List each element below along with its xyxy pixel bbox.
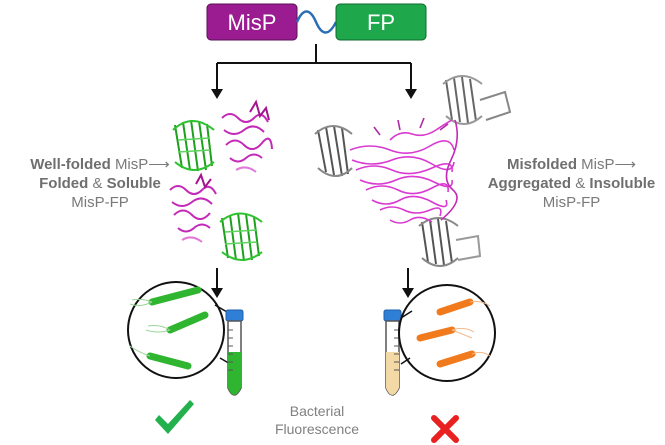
construct-diagram: MisP FP	[206, 3, 427, 41]
branch-arrows	[216, 44, 412, 91]
green-bacterium-1	[129, 286, 202, 307]
left-label-line1: Well-folded MisP⟶	[0, 155, 200, 174]
fp-box-label: FP	[367, 10, 395, 35]
center-label-line1: Bacterial	[289, 403, 345, 419]
misp-misfolded-aggregate	[349, 117, 459, 224]
right-label-aggregated: Aggregated	[487, 175, 572, 192]
green-bacterium-2	[145, 311, 209, 334]
check-mark-icon	[155, 400, 194, 434]
left-label-arrow: ⟶	[148, 156, 170, 173]
left-label-line2: Folded & Soluble	[0, 174, 200, 193]
center-label-line2: Fluorescence	[274, 421, 360, 437]
right-label-line3: MisP-FP	[542, 194, 601, 211]
right-label-arrow: ⟶	[614, 156, 637, 173]
folded-protein-structures	[169, 99, 273, 262]
right-label-line1: Misfolded MisP⟶	[478, 155, 665, 174]
fp-barrel-gray-left	[314, 125, 353, 177]
right-label-misp: MisP	[581, 156, 615, 173]
misp-box-label: MisP	[228, 10, 277, 35]
right-label-line2: Aggregated & Insoluble	[478, 174, 665, 193]
misp-folded-top	[221, 99, 273, 173]
fp-barrel-gray-topright	[442, 75, 512, 125]
bacteria-magnified-orange	[398, 284, 496, 382]
bacteria-magnified-green	[127, 281, 235, 379]
aggregated-protein-structures	[314, 75, 512, 267]
orange-bacterium-1	[436, 298, 491, 316]
fp-barrel-top	[172, 119, 215, 172]
down-arrows	[211, 268, 414, 298]
arrow-head-right	[405, 89, 417, 99]
left-outcome-label: Well-folded MisP⟶ Folded & Soluble MisP-…	[0, 155, 200, 212]
fp-barrel-bottom	[219, 212, 263, 262]
linker-wave	[295, 10, 338, 34]
bacterial-fluorescence-label: Bacterial Fluorescence	[262, 402, 372, 438]
fp-box	[335, 3, 427, 41]
left-label-line3: MisP-FP	[71, 194, 129, 211]
fp-barrel-gray-bottomright	[418, 217, 482, 267]
left-label-folded: Folded	[39, 175, 89, 192]
test-tube-green	[225, 309, 244, 396]
orange-bacterium-2	[416, 326, 475, 342]
left-label-soluble: Soluble	[106, 175, 161, 192]
green-bacterium-3	[129, 345, 192, 370]
cross-mark-icon	[431, 415, 459, 443]
left-label-amp: &	[92, 175, 103, 192]
right-outcome-label: Misfolded MisP⟶ Aggregated & Insoluble M…	[478, 155, 665, 212]
test-tube-orange	[383, 309, 402, 396]
misp-folded-bottom	[169, 172, 217, 243]
orange-bacterium-3	[436, 350, 491, 368]
left-label-misp: MisP	[114, 156, 149, 173]
right-label-amp: &	[575, 175, 586, 192]
left-label-well-folded: Well-folded	[30, 156, 111, 173]
right-label-insoluble: Insoluble	[589, 175, 656, 192]
arrow-head-left	[211, 89, 223, 99]
right-label-misfolded: Misfolded	[506, 156, 577, 173]
